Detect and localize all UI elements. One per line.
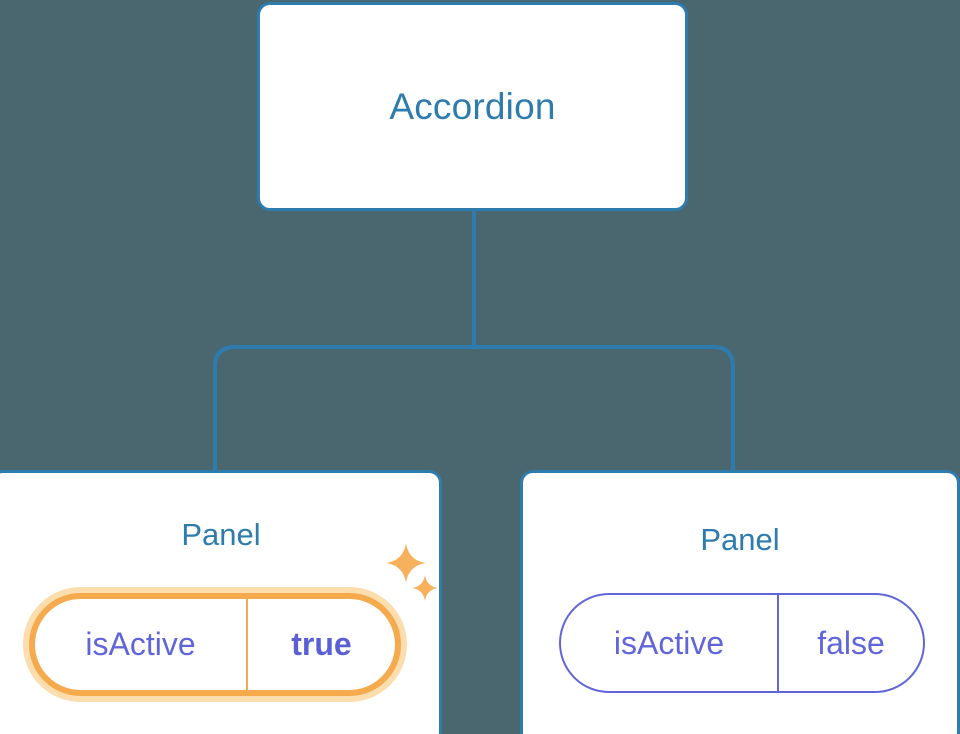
prop-pill-active-value: true — [291, 626, 352, 662]
sparkle-icon — [386, 543, 426, 583]
prop-pill-active-key: isActive — [85, 626, 196, 662]
node-panel-inactive-title: Panel — [700, 522, 780, 557]
prop-pill-inactive-value: false — [817, 624, 885, 661]
node-accordion-title: Accordion — [389, 86, 556, 127]
node-accordion[interactable]: Accordion — [257, 2, 688, 211]
node-panel-active[interactable]: Panel isActive true — [0, 470, 442, 734]
prop-pill-active-divider — [246, 599, 248, 690]
node-panel-active-title: Panel — [181, 517, 261, 552]
prop-pill-active[interactable]: isActive true — [29, 593, 401, 696]
sparkle-icon — [412, 575, 438, 601]
prop-pill-inactive-divider — [777, 595, 779, 691]
prop-pill-inactive-key: isActive — [613, 624, 725, 661]
node-panel-inactive[interactable]: Panel isActive false — [520, 470, 960, 734]
prop-pill-active-wrapper: isActive true — [29, 593, 401, 696]
connector-branch-bar — [213, 345, 735, 470]
prop-pill-inactive[interactable]: isActive false — [559, 593, 925, 693]
